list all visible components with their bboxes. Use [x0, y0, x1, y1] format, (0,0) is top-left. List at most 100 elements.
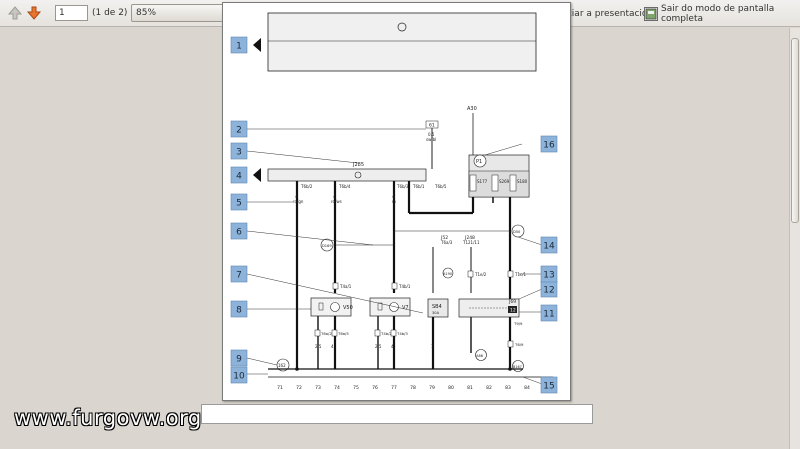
- sb4-amp-label: 30A: [432, 311, 440, 315]
- t4b2-label: T4b/2: [380, 331, 392, 336]
- fullscreen-exit-icon: [644, 7, 658, 21]
- column-number: 84: [524, 385, 530, 391]
- callout-label: 13: [543, 271, 554, 281]
- column-number: 83: [505, 385, 511, 391]
- callout-2: 2: [230, 120, 248, 138]
- pdf-page-2: [201, 404, 593, 424]
- callout-7: 7: [230, 265, 248, 283]
- t4b3-label: T4b/3: [396, 331, 408, 336]
- t121-label: T121/11: [462, 240, 480, 245]
- t1c1-label: T1c/1: [514, 272, 527, 277]
- j52-label: J52: [440, 235, 448, 241]
- p1-label: P1: [476, 159, 482, 165]
- colour-label: sw/bl: [426, 137, 436, 142]
- relay-12-label: 12: [510, 308, 516, 314]
- scrollbar-thumb[interactable]: [791, 38, 799, 223]
- callout-label: 14: [543, 242, 555, 252]
- sb4-fuse: [427, 298, 449, 318]
- column-number: 73: [315, 385, 321, 391]
- t6b1-label: T6b/1: [412, 184, 425, 189]
- v7-label: V7: [402, 305, 409, 311]
- callout-1: 1: [230, 36, 248, 54]
- callout-label: 10: [233, 372, 245, 382]
- callout-10: 10: [230, 366, 248, 384]
- previous-page-button[interactable]: [7, 5, 23, 21]
- gauge-label: 4: [295, 194, 298, 199]
- gauge-label: 4: [392, 194, 395, 199]
- column-number: 71: [277, 385, 283, 391]
- callout-label: 5: [236, 199, 242, 209]
- d50-label: D50: [513, 230, 521, 234]
- callout-16: 16: [540, 135, 558, 153]
- column-number: 80: [448, 385, 454, 391]
- column-number: 72: [296, 385, 302, 391]
- callout-label: 8: [236, 306, 242, 316]
- exit-fullscreen-button[interactable]: Sair do modo de pantalla completa: [644, 4, 800, 24]
- t6a2-label: T6a/2: [320, 331, 332, 336]
- callout-label: 16: [543, 141, 555, 151]
- t6-9-label: T6/9: [514, 342, 524, 347]
- t6b3-label: T6b/3: [396, 184, 409, 189]
- t1e2-label: T1e/2: [474, 272, 487, 277]
- t9-9-label: T9/9: [513, 321, 523, 326]
- callout-label: 9: [236, 355, 242, 365]
- zoom-value: 85%: [136, 8, 157, 18]
- column-number: 75: [353, 385, 359, 391]
- component-box-1: [267, 12, 537, 72]
- callout-14: 14: [540, 236, 558, 254]
- callout-label: 12: [543, 286, 554, 296]
- start-presentation-label: Iniciar a presentación: [556, 9, 654, 19]
- j285-component: [267, 168, 427, 182]
- callout-label: 1: [236, 42, 242, 52]
- b167-label: B167: [513, 365, 522, 369]
- column-number: 77: [391, 385, 397, 391]
- arrow-up-icon: [7, 6, 23, 20]
- callout-label: 7: [236, 271, 242, 281]
- ground-symbol-icon: [397, 22, 407, 32]
- page-number-input[interactable]: 1: [55, 5, 88, 21]
- t4a1-label: T4a/1: [339, 284, 352, 289]
- t6b4-label: T6b/4: [338, 184, 351, 189]
- callout-15: 15: [540, 376, 558, 394]
- motor-icon: [389, 302, 399, 312]
- j69-label: J69: [508, 299, 516, 305]
- callout-label: 6: [236, 228, 242, 238]
- gauge-label: 0.5: [428, 132, 435, 137]
- gauge-label: 1: [431, 344, 434, 349]
- a30-label: A30: [467, 106, 477, 112]
- callout-8: 8: [230, 300, 248, 318]
- gauge-label: 4: [331, 344, 334, 349]
- vertical-scrollbar[interactable]: [789, 28, 800, 449]
- a190-label: A190: [443, 272, 452, 276]
- gauge-label: 4: [391, 344, 394, 349]
- gauge-label: 2.5: [315, 344, 322, 349]
- t4b1-label: T4b/1: [398, 284, 411, 289]
- next-page-button[interactable]: [26, 5, 42, 21]
- callout-label: 15: [543, 382, 554, 392]
- j285-label: J285: [352, 162, 364, 168]
- node-162-label: 162: [278, 363, 286, 368]
- column-number: 81: [467, 385, 473, 391]
- callout-12: 12: [540, 280, 558, 298]
- sb4-label: SB4: [432, 304, 442, 310]
- callout-6: 6: [230, 222, 248, 240]
- callout-label: 4: [236, 172, 242, 182]
- wiring-diagram: J285 P1 S177 S269 S180 A30 61 T6b/2 T6b/…: [230, 12, 558, 394]
- t6b5-label: T6b/5: [434, 184, 447, 189]
- colour-label: ro/ws: [331, 199, 342, 204]
- callout-3: 3: [230, 142, 248, 160]
- column-number: 74: [334, 385, 340, 391]
- t6a3-label: T6a/3: [440, 240, 453, 245]
- pdf-page: J285 P1 S177 S269 S180 A30 61 T6b/2 T6b/…: [222, 2, 571, 401]
- t6a5-label: T6a/5: [337, 331, 349, 336]
- s177-label: S177: [477, 179, 488, 184]
- arrow-down-icon: [26, 6, 42, 20]
- watermark: www.furgovw.org: [14, 406, 202, 430]
- callout-label: 11: [543, 310, 554, 320]
- callout-4: 4: [230, 166, 248, 184]
- gauge-label: 4: [333, 194, 336, 199]
- j248-label: J248: [464, 235, 475, 241]
- gauge-label: 2.5: [375, 344, 382, 349]
- s269-label: S269: [499, 179, 510, 184]
- page-count-label: (1 de 2): [92, 8, 128, 18]
